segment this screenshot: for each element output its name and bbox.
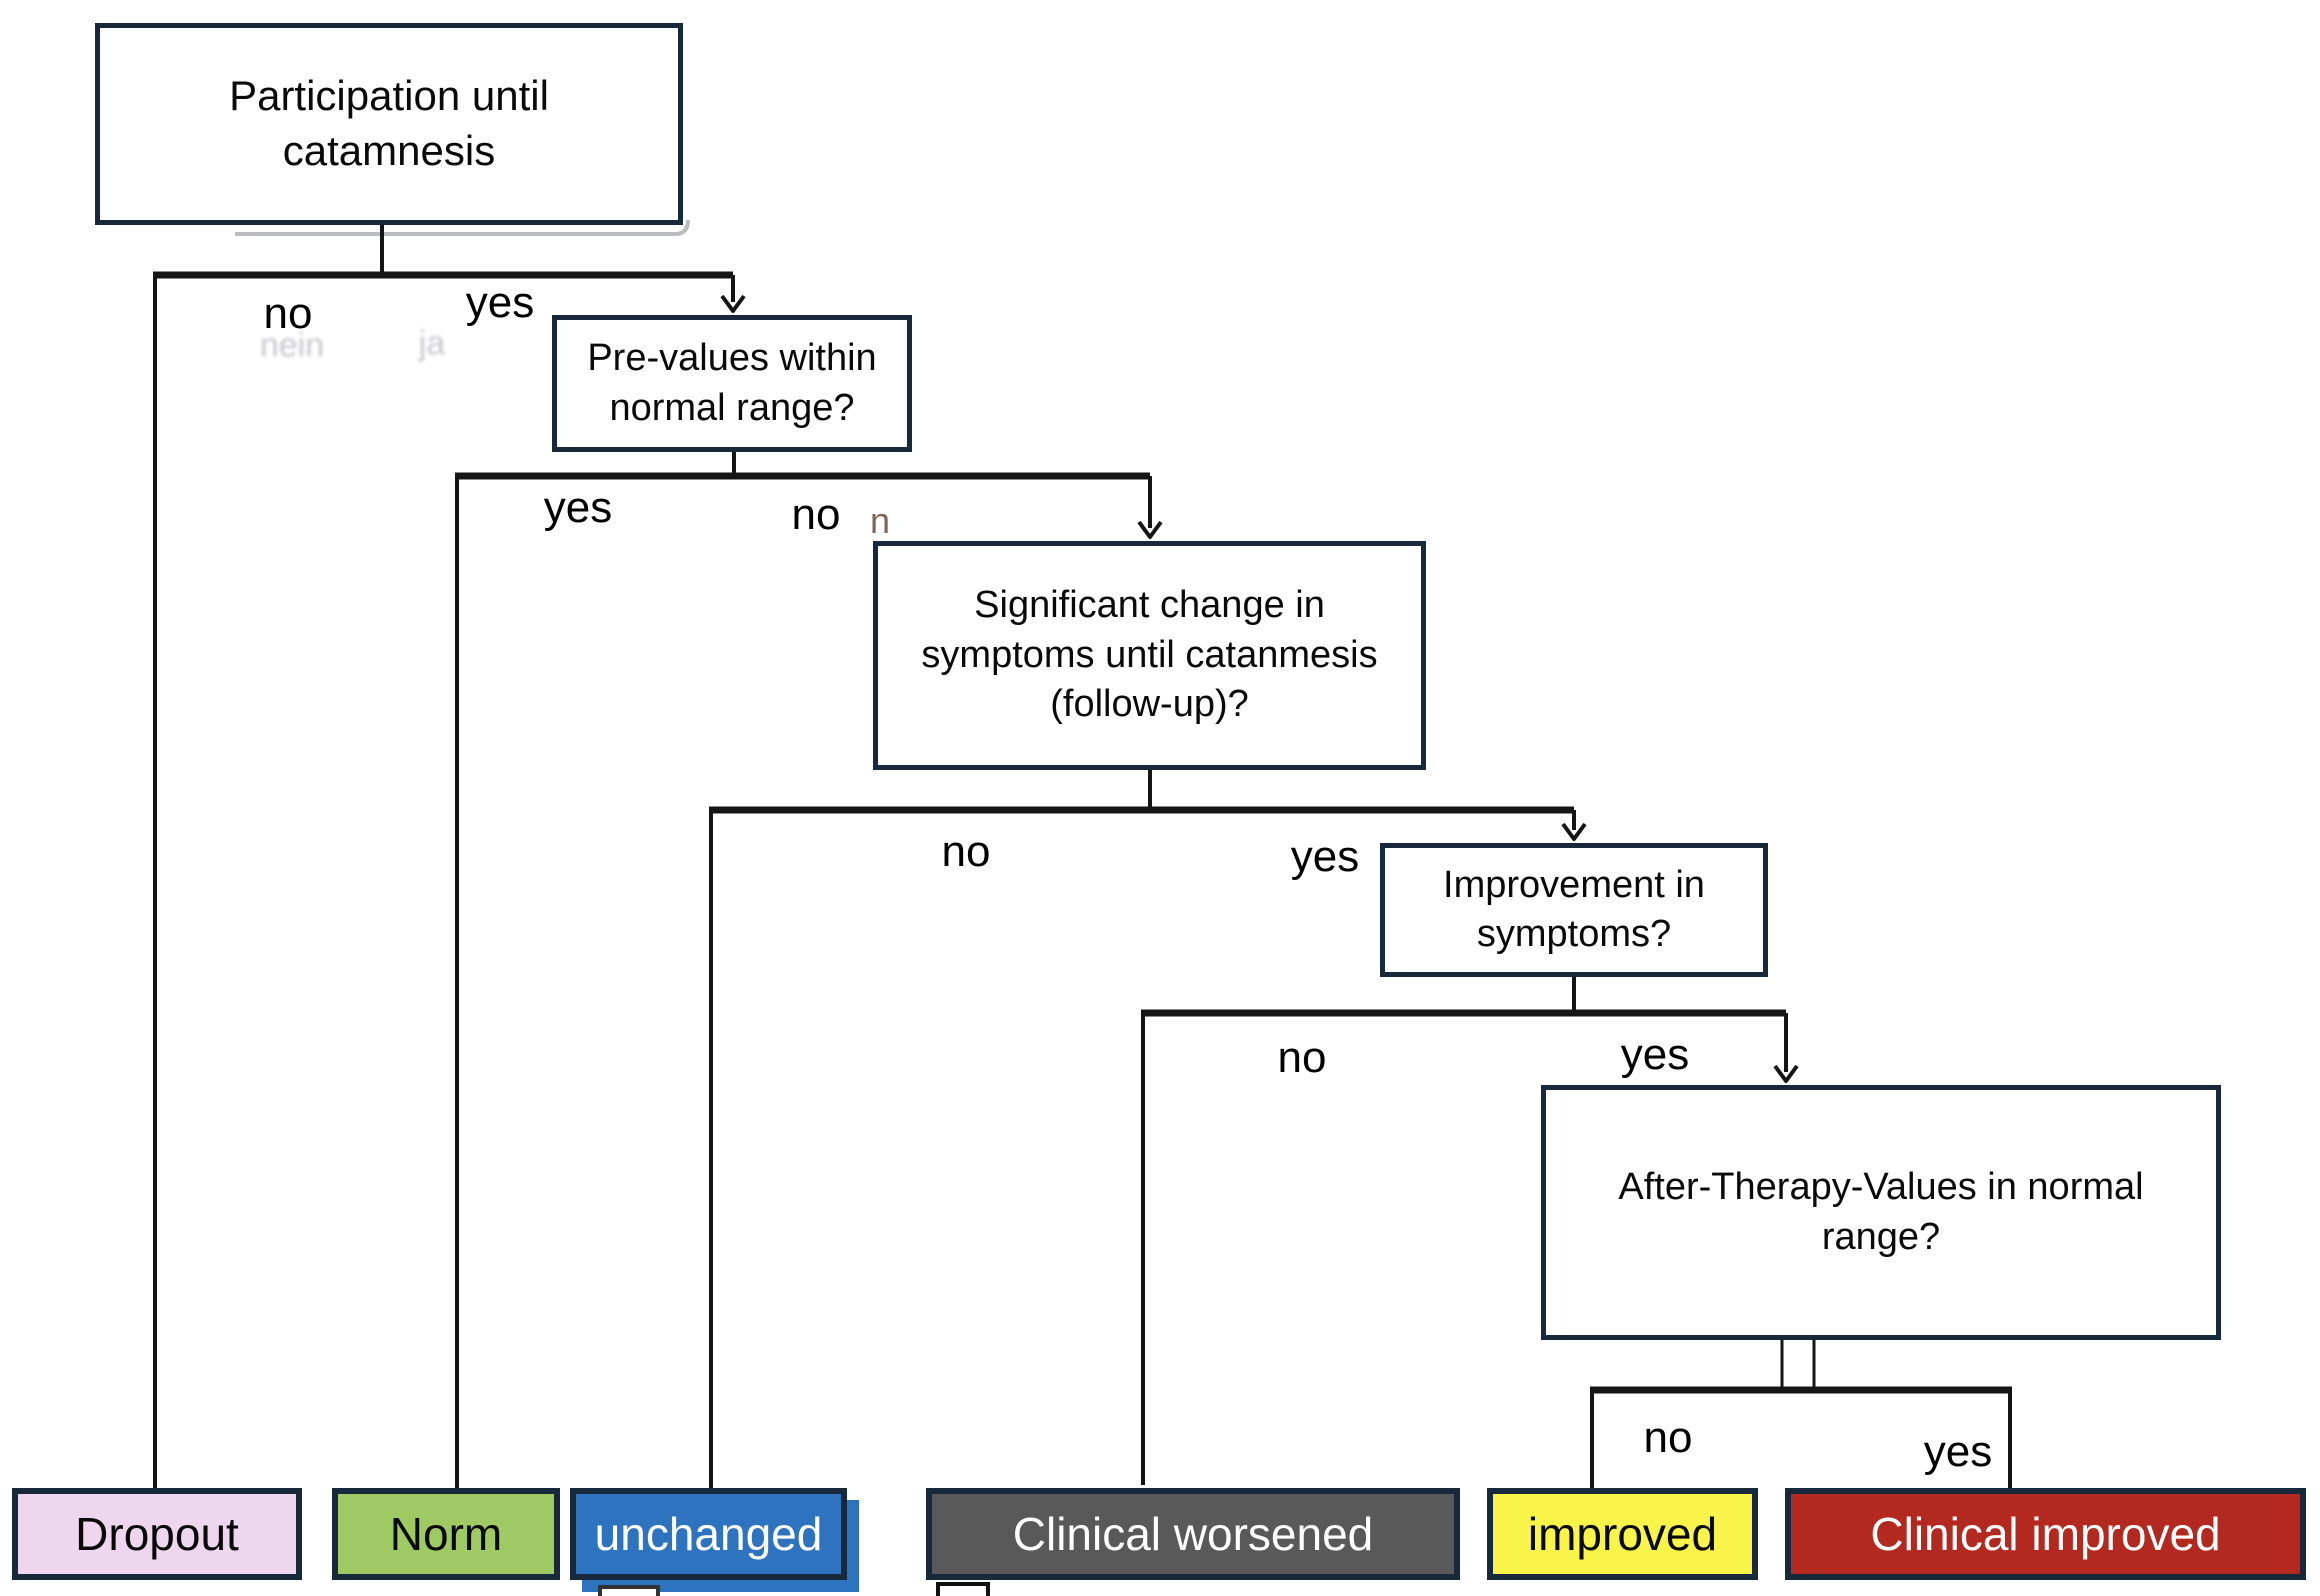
stray-char-artifact: n <box>869 500 891 541</box>
cutoff-box-artifact-below-worsened <box>936 1582 990 1596</box>
outcome-clinical-improved: Clinical improved <box>1785 1488 2306 1580</box>
erased-text-artifact-nein: nein <box>259 326 325 365</box>
cutoff-box-artifact-below-unchanged <box>598 1585 660 1596</box>
branch-after-therapy-yes: yes <box>1923 1427 1993 1476</box>
branch-improvement-yes: yes <box>1620 1030 1690 1079</box>
outcome-dropout: Dropout <box>12 1488 302 1580</box>
outcome-norm: Norm <box>332 1488 560 1580</box>
outcome-clinical-worsened: Clinical worsened <box>926 1488 1460 1580</box>
outcome-unchanged: unchanged <box>570 1488 847 1580</box>
branch-significant-change-yes: yes <box>1290 832 1360 881</box>
node-significant-change-question: Significant change in symptoms until cat… <box>873 541 1426 770</box>
node-pre-values-question: Pre-values within normal range? <box>552 315 912 452</box>
connector-j5-after-therapy <box>1590 1340 2012 1488</box>
root-box-shadow-line <box>235 219 690 236</box>
connector-j1-participation <box>153 225 746 1488</box>
connector-j4-improvement <box>1141 977 1799 1485</box>
branch-pre-values-no: no <box>791 490 841 539</box>
connector-j2-pre-values <box>455 452 1163 1488</box>
branch-improvement-no: no <box>1277 1033 1327 1082</box>
node-after-therapy-question: After-Therapy-Values in normal range? <box>1541 1085 2221 1340</box>
node-improvement-question: Improvement in symptoms? <box>1380 843 1768 977</box>
branch-participation-yes: yes <box>465 278 535 327</box>
branch-pre-values-yes: yes <box>543 483 613 532</box>
erased-text-artifact-ja: ja <box>418 324 446 363</box>
node-participation-until-catamnesis: Participation until catamnesis <box>95 23 683 225</box>
connector-j3-significant-change <box>709 770 1587 1488</box>
branch-significant-change-no: no <box>941 827 991 876</box>
branch-participation-no: no <box>263 289 313 338</box>
branch-after-therapy-no: no <box>1643 1413 1693 1462</box>
outcome-improved: improved <box>1487 1488 1758 1580</box>
